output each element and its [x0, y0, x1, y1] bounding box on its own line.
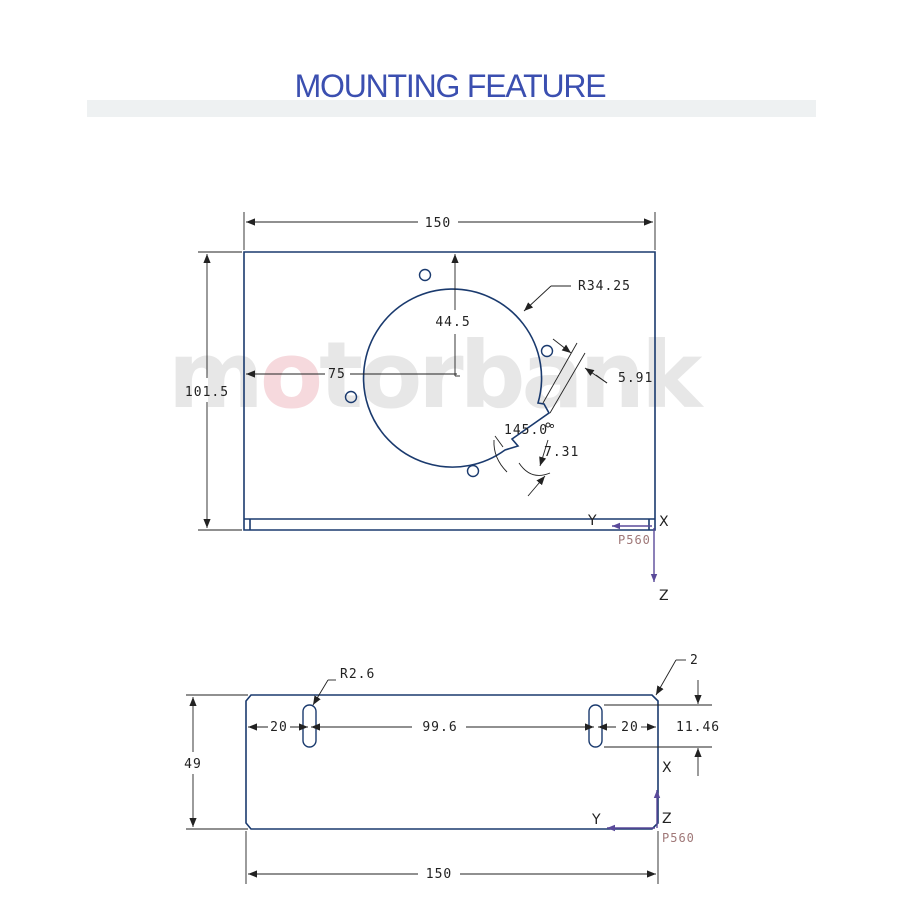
mounting-hole-4: [466, 464, 480, 478]
axis-z-label: Z: [659, 588, 669, 604]
top-view: 150 101.5 75 44.5 R34.25 5.91 145.0°: [185, 212, 669, 604]
dim-hole-x-label: 75: [328, 367, 346, 382]
point-label: P560: [662, 831, 695, 845]
mounting-hole-2: [540, 344, 554, 358]
side-plate-outline: [245, 694, 659, 830]
dim-line: [539, 439, 549, 467]
dim-line: [527, 475, 546, 497]
dim-side-height-label: 49: [184, 757, 202, 772]
slot-right: [588, 704, 603, 748]
point-label: P560: [618, 533, 651, 547]
dim-slot-spacing-label: 99.6: [422, 720, 457, 735]
dim-angle-label: 145.0°: [504, 423, 557, 438]
dim-width-label: 150: [425, 216, 451, 231]
leader-line: [523, 285, 552, 312]
dim-extension-line: [542, 342, 578, 404]
mounting-hole-1: [418, 268, 432, 282]
dim-side-width-label: 150: [426, 867, 452, 882]
dim-height-label: 101.5: [185, 385, 229, 400]
dim-corner-label: 2: [690, 653, 699, 668]
notch-point: [545, 422, 551, 428]
axis-y-label: Y: [587, 513, 597, 529]
watermark-text-2: o: [259, 322, 323, 429]
leader-line: [655, 659, 677, 696]
dim-line: [552, 338, 572, 354]
circular-cutout: [362, 288, 551, 468]
side-view: R2.6 2 20 99.6 20 11.46 49 150: [184, 653, 720, 884]
dim-radius-label: R34.25: [578, 279, 631, 294]
axis-x-label: X: [659, 514, 669, 530]
dim-notch-width-label: 5.91: [618, 371, 653, 386]
slot-left: [302, 704, 317, 748]
notch-arc: [518, 462, 551, 476]
dim-extension-line: [549, 352, 586, 414]
leader-line: [595, 374, 608, 384]
watermark-text-3: torbank: [319, 322, 702, 429]
leader-line: [312, 679, 329, 706]
dim-slot-left-offset-label: 20: [270, 720, 288, 735]
axis-y-label: Y: [591, 812, 601, 828]
axis-z-label: Z: [662, 811, 672, 827]
top-plate-outline: [243, 251, 656, 531]
axis-x-label: X: [662, 760, 672, 776]
dim-hole-y-label: 44.5: [435, 315, 470, 330]
watermark-logo: motorbank: [168, 322, 702, 429]
angle-arc: [493, 439, 508, 473]
header-band: [87, 100, 816, 117]
dim-slot-height-label: 11.46: [676, 720, 720, 735]
dim-notch-depth-label: 7.31: [544, 445, 579, 460]
mounting-hole-3: [344, 390, 358, 404]
dim-slot-right-offset-label: 20: [621, 720, 639, 735]
page-title: MOUNTING FEATURE: [294, 68, 607, 104]
angle-tick: [494, 435, 504, 448]
dim-slot-radius-label: R2.6: [340, 667, 375, 682]
